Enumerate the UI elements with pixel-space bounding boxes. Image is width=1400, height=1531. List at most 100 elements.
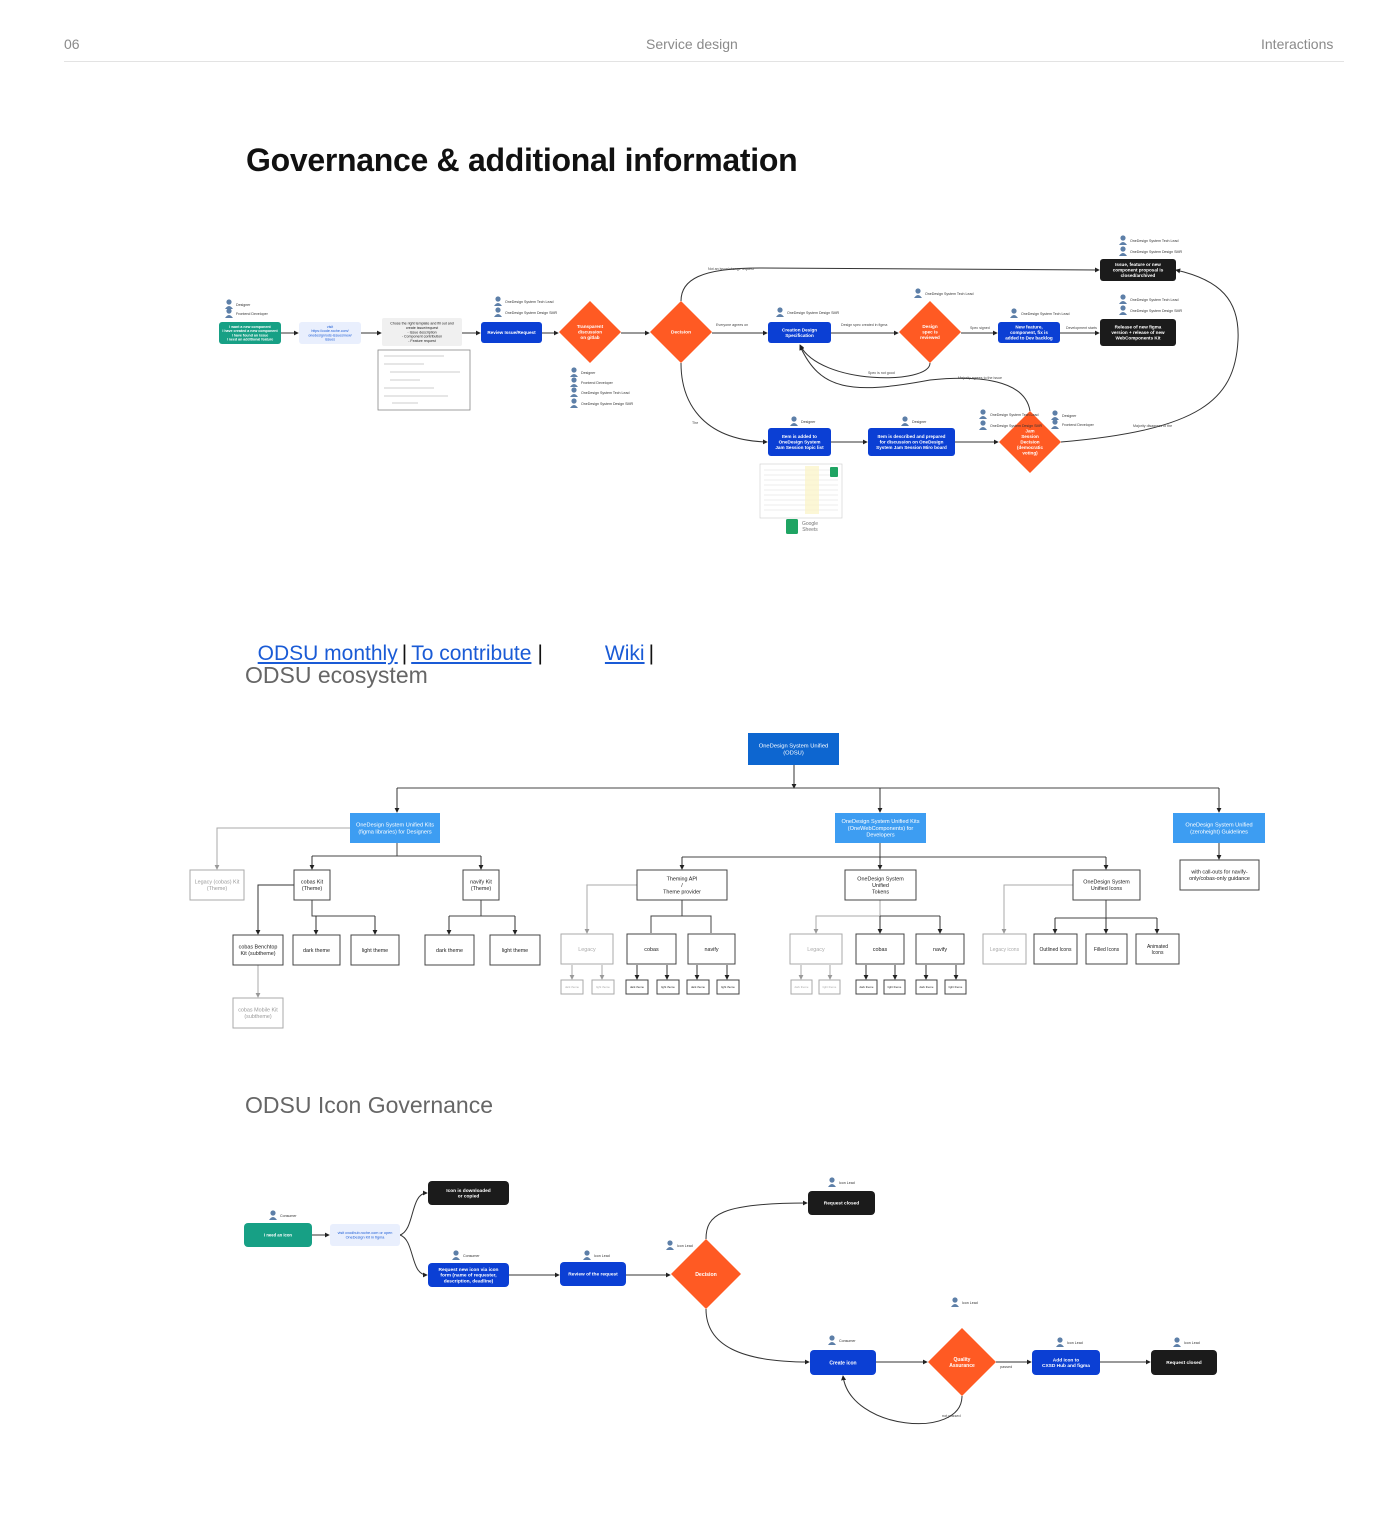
review-request-node[interactable]: Review of the request	[560, 1262, 626, 1286]
tokens-subtheme-node[interactable]: dark theme	[790, 979, 813, 995]
tokens-subtheme-node[interactable]: dark theme	[855, 979, 878, 995]
theming-subtheme-node[interactable]: light theme	[591, 979, 615, 995]
legacy-kit-node[interactable]: Legacy (cobas) Kit(Theme)	[189, 869, 245, 901]
tokens-subtheme-node[interactable]: light theme	[883, 979, 906, 995]
theming-cobas-node[interactable]: cobas	[626, 933, 677, 965]
visit-hub-node[interactable]: visit cxodhub.roche.com or openOneDesign…	[330, 1224, 400, 1246]
spec-reviewed-node-text: spec is	[922, 330, 938, 335]
create-icon-node[interactable]: Create icon	[810, 1350, 876, 1375]
odsu-root-node-text: OneDesign System Unified	[759, 744, 829, 750]
filled-icons-node[interactable]: Filled Icons	[1085, 933, 1128, 965]
consumer-avatar: Consumer	[269, 1210, 297, 1220]
jam-decision-node-text: Session	[1021, 434, 1039, 439]
navify-kit-node[interactable]: navify Kit(Theme)	[462, 869, 500, 901]
icon-edge	[705, 1308, 810, 1365]
icon-lead-avatar-label: Icon Lead	[1067, 1341, 1083, 1345]
icon-decision-node-text: Decision	[695, 1272, 717, 1278]
cobas-kit-node[interactable]: cobas Kit(Theme)	[293, 869, 331, 901]
theming-subtheme-node[interactable]: dark theme	[686, 979, 710, 995]
to-contribute-link[interactable]: To contribute	[411, 642, 532, 665]
theming-legacy-node-text: Legacy	[578, 947, 596, 953]
request-closed-node[interactable]: Request closed	[808, 1191, 875, 1215]
theming-navify-node[interactable]: navify	[687, 933, 736, 965]
tokens-subtheme-node-text: light theme	[823, 985, 837, 989]
review-request-node[interactable]: Review Issue/Request	[481, 322, 542, 343]
callouts-node[interactable]: with call-outs for navify-only/cobas-onl…	[1179, 859, 1260, 891]
downloaded-node-text: Icon is downloaded	[446, 1188, 491, 1194]
navify-kit-node-text: navify Kit	[470, 880, 492, 886]
cobas-light-theme-node-text: light theme	[362, 948, 388, 954]
theming-subtheme-node[interactable]: light theme	[656, 979, 680, 995]
navify-light-theme-node[interactable]: light theme	[489, 934, 541, 966]
legacy-icons-node[interactable]: Legacy icons	[982, 933, 1027, 965]
cobas-light-theme-node[interactable]: light theme	[350, 934, 400, 966]
outlined-icons-node[interactable]: Outlined Icons	[1033, 933, 1078, 965]
theming-api-node-text: /	[681, 883, 683, 889]
tokens-subtheme-node[interactable]: dark theme	[915, 979, 938, 995]
guidelines-node[interactable]: OneDesign System Unified(zeroheight) Gui…	[1173, 813, 1265, 843]
cobas-dark-theme-node[interactable]: dark theme	[292, 934, 341, 966]
navify-dark-theme-node[interactable]: dark theme	[424, 934, 475, 966]
odsu-root-node[interactable]: OneDesign System Unified(ODSU)	[748, 733, 839, 765]
navify-kit-node-text: (Theme)	[471, 886, 492, 892]
tokens-subtheme-node[interactable]: light theme	[818, 979, 841, 995]
theming-subtheme-node[interactable]: dark theme	[560, 979, 584, 995]
jam-voter-avatar-label: Designer	[1062, 414, 1077, 418]
edge-label: Majority agrees to the issue	[958, 376, 1002, 380]
mobile-node[interactable]: cobas Mobile Kit(subtheme)	[232, 997, 284, 1029]
theming-api-node[interactable]: Theming API/Theme provider	[636, 869, 728, 901]
template-node[interactable]: Chose the right template and fill out an…	[382, 318, 462, 346]
tokens-cobas-node[interactable]: cobas	[855, 933, 905, 965]
odsu-monthly-link[interactable]: ODSU monthly	[257, 642, 398, 665]
discussion-avatar-label: Frontend Developer	[581, 381, 614, 385]
closed-avatar-label: OneDesign System Tech Lead	[1130, 239, 1178, 243]
wiki-link[interactable]: Wiki	[604, 642, 645, 665]
callouts-node-text: only/cobas-only guidance	[1189, 876, 1250, 882]
section-label: Service design	[646, 36, 738, 52]
ecosystem-heading: ODSU ecosystem	[245, 662, 428, 688]
tokens-navify-node[interactable]: navify	[915, 933, 965, 965]
visit-node-text: issues	[325, 338, 335, 342]
kits-designers-node[interactable]: OneDesign System Unified Kits(figma libr…	[350, 813, 440, 843]
theming-subtheme-node[interactable]: light theme	[716, 979, 740, 995]
jam-decision-node-text: (democratic	[1017, 445, 1043, 450]
cobas-kit-node-text: cobas Kit	[301, 880, 324, 886]
odsu-root-node-text: (ODSU)	[783, 751, 804, 757]
kits-developers-node[interactable]: OneDesign System Unified Kits(OneWebComp…	[835, 813, 926, 843]
request-closed-final-node[interactable]: Request closed	[1151, 1350, 1217, 1375]
request-closed-node-text: Request closed	[824, 1201, 860, 1207]
decision-node[interactable]: Decision	[650, 301, 712, 363]
tokens-subtheme-node[interactable]: light theme	[944, 979, 967, 995]
jam-topic-list-node-text: Item is added to	[782, 434, 817, 439]
visit-node[interactable]: visithttps://code.roche.com/onedesign/od…	[299, 322, 361, 344]
jam-designer-avatar-label: Designer	[801, 420, 816, 424]
new-feature-node-text: component, fix is	[1010, 330, 1048, 335]
tokens-legacy-node[interactable]: Legacy	[789, 933, 843, 965]
template-node-text: Chose the right template and fill out an…	[390, 322, 454, 326]
theming-legacy-node[interactable]: Legacy	[560, 933, 614, 965]
theming-subtheme-node[interactable]: dark theme	[625, 979, 649, 995]
transparent-discussion-node-text: Transparent	[577, 324, 604, 329]
tokens-subtheme-node-text: light theme	[888, 985, 902, 989]
icon-decision-node[interactable]: Decision	[671, 1239, 741, 1309]
need-icon-node[interactable]: I need an icon	[244, 1223, 312, 1247]
new-feature-node-text: New feature,	[1015, 325, 1042, 330]
